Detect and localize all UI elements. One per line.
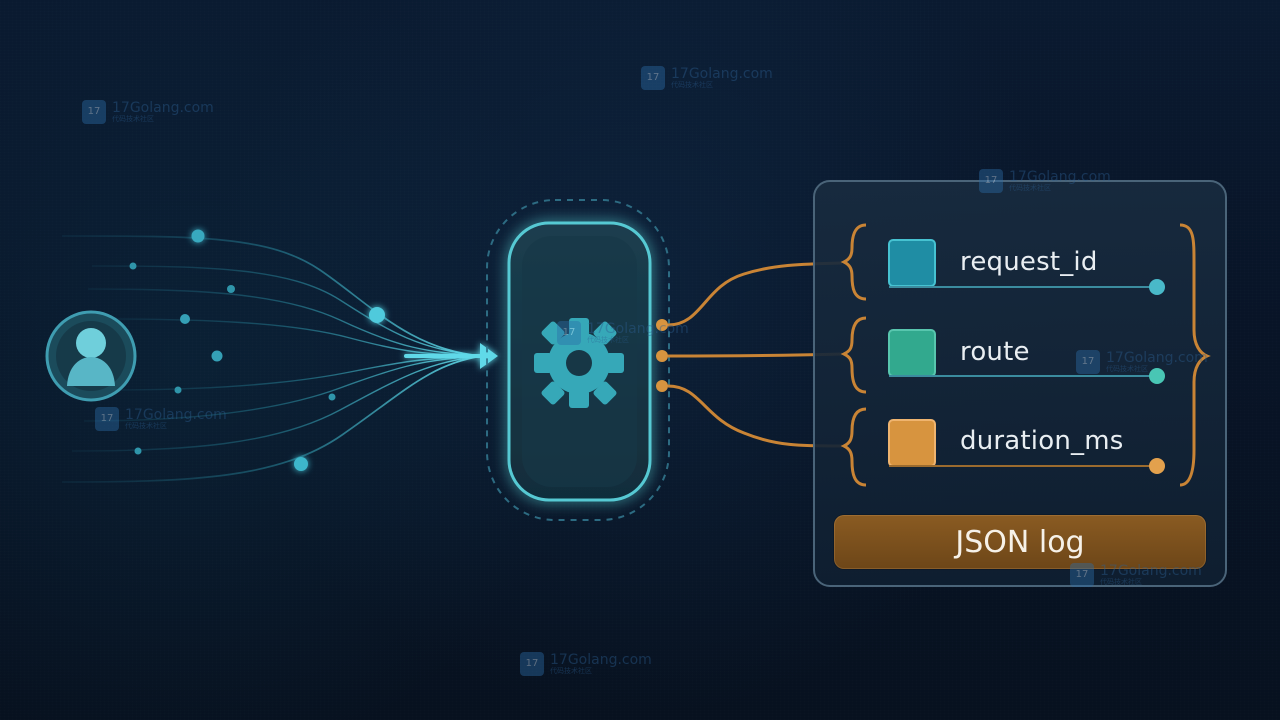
stream-node (180, 314, 190, 324)
stream-line (61, 355, 483, 483)
field-end-dot (1149, 368, 1165, 384)
request-streams (56, 235, 483, 483)
json-log-output: JSON log (834, 515, 1206, 569)
stream-node (294, 457, 308, 471)
connector-dot (656, 350, 668, 362)
right-brace (1179, 223, 1211, 487)
connector-dot (656, 380, 668, 392)
gear-icon (534, 318, 624, 408)
field-row-request-id (840, 223, 1165, 301)
field-swatch (888, 329, 936, 377)
connector-dot (656, 319, 668, 331)
stream-line (101, 318, 483, 357)
stream-node (129, 262, 137, 270)
field-end-dot (1149, 458, 1165, 474)
left-brace (840, 223, 867, 301)
field-label-route: route (960, 337, 1030, 367)
field-row-duration-ms (840, 407, 1165, 487)
stream-line (71, 355, 483, 452)
stream-line (91, 265, 483, 357)
stream-node (134, 447, 142, 455)
field-link (667, 384, 843, 448)
user-icon (45, 310, 137, 402)
field-link (667, 261, 843, 327)
stream-line (61, 235, 483, 357)
stream-node (191, 229, 205, 243)
arrow-right-icon (404, 343, 498, 369)
left-brace (840, 407, 867, 487)
field-swatch (888, 419, 936, 467)
connector-dots (656, 319, 668, 392)
left-brace (840, 316, 867, 394)
stream-node (211, 350, 223, 362)
stream-node (174, 386, 182, 394)
request-nodes (129, 229, 385, 471)
field-swatch (888, 239, 936, 287)
stream-node (328, 393, 336, 401)
field-row-route (840, 316, 1165, 394)
stream-node (369, 307, 385, 323)
field-end-dot (1149, 279, 1165, 295)
stream-node (227, 285, 235, 293)
stream-line (83, 355, 483, 422)
field-label-request-id: request_id (960, 247, 1098, 277)
stream-line (107, 355, 483, 391)
field-label-duration-ms: duration_ms (960, 426, 1124, 456)
stream-line (87, 288, 483, 357)
